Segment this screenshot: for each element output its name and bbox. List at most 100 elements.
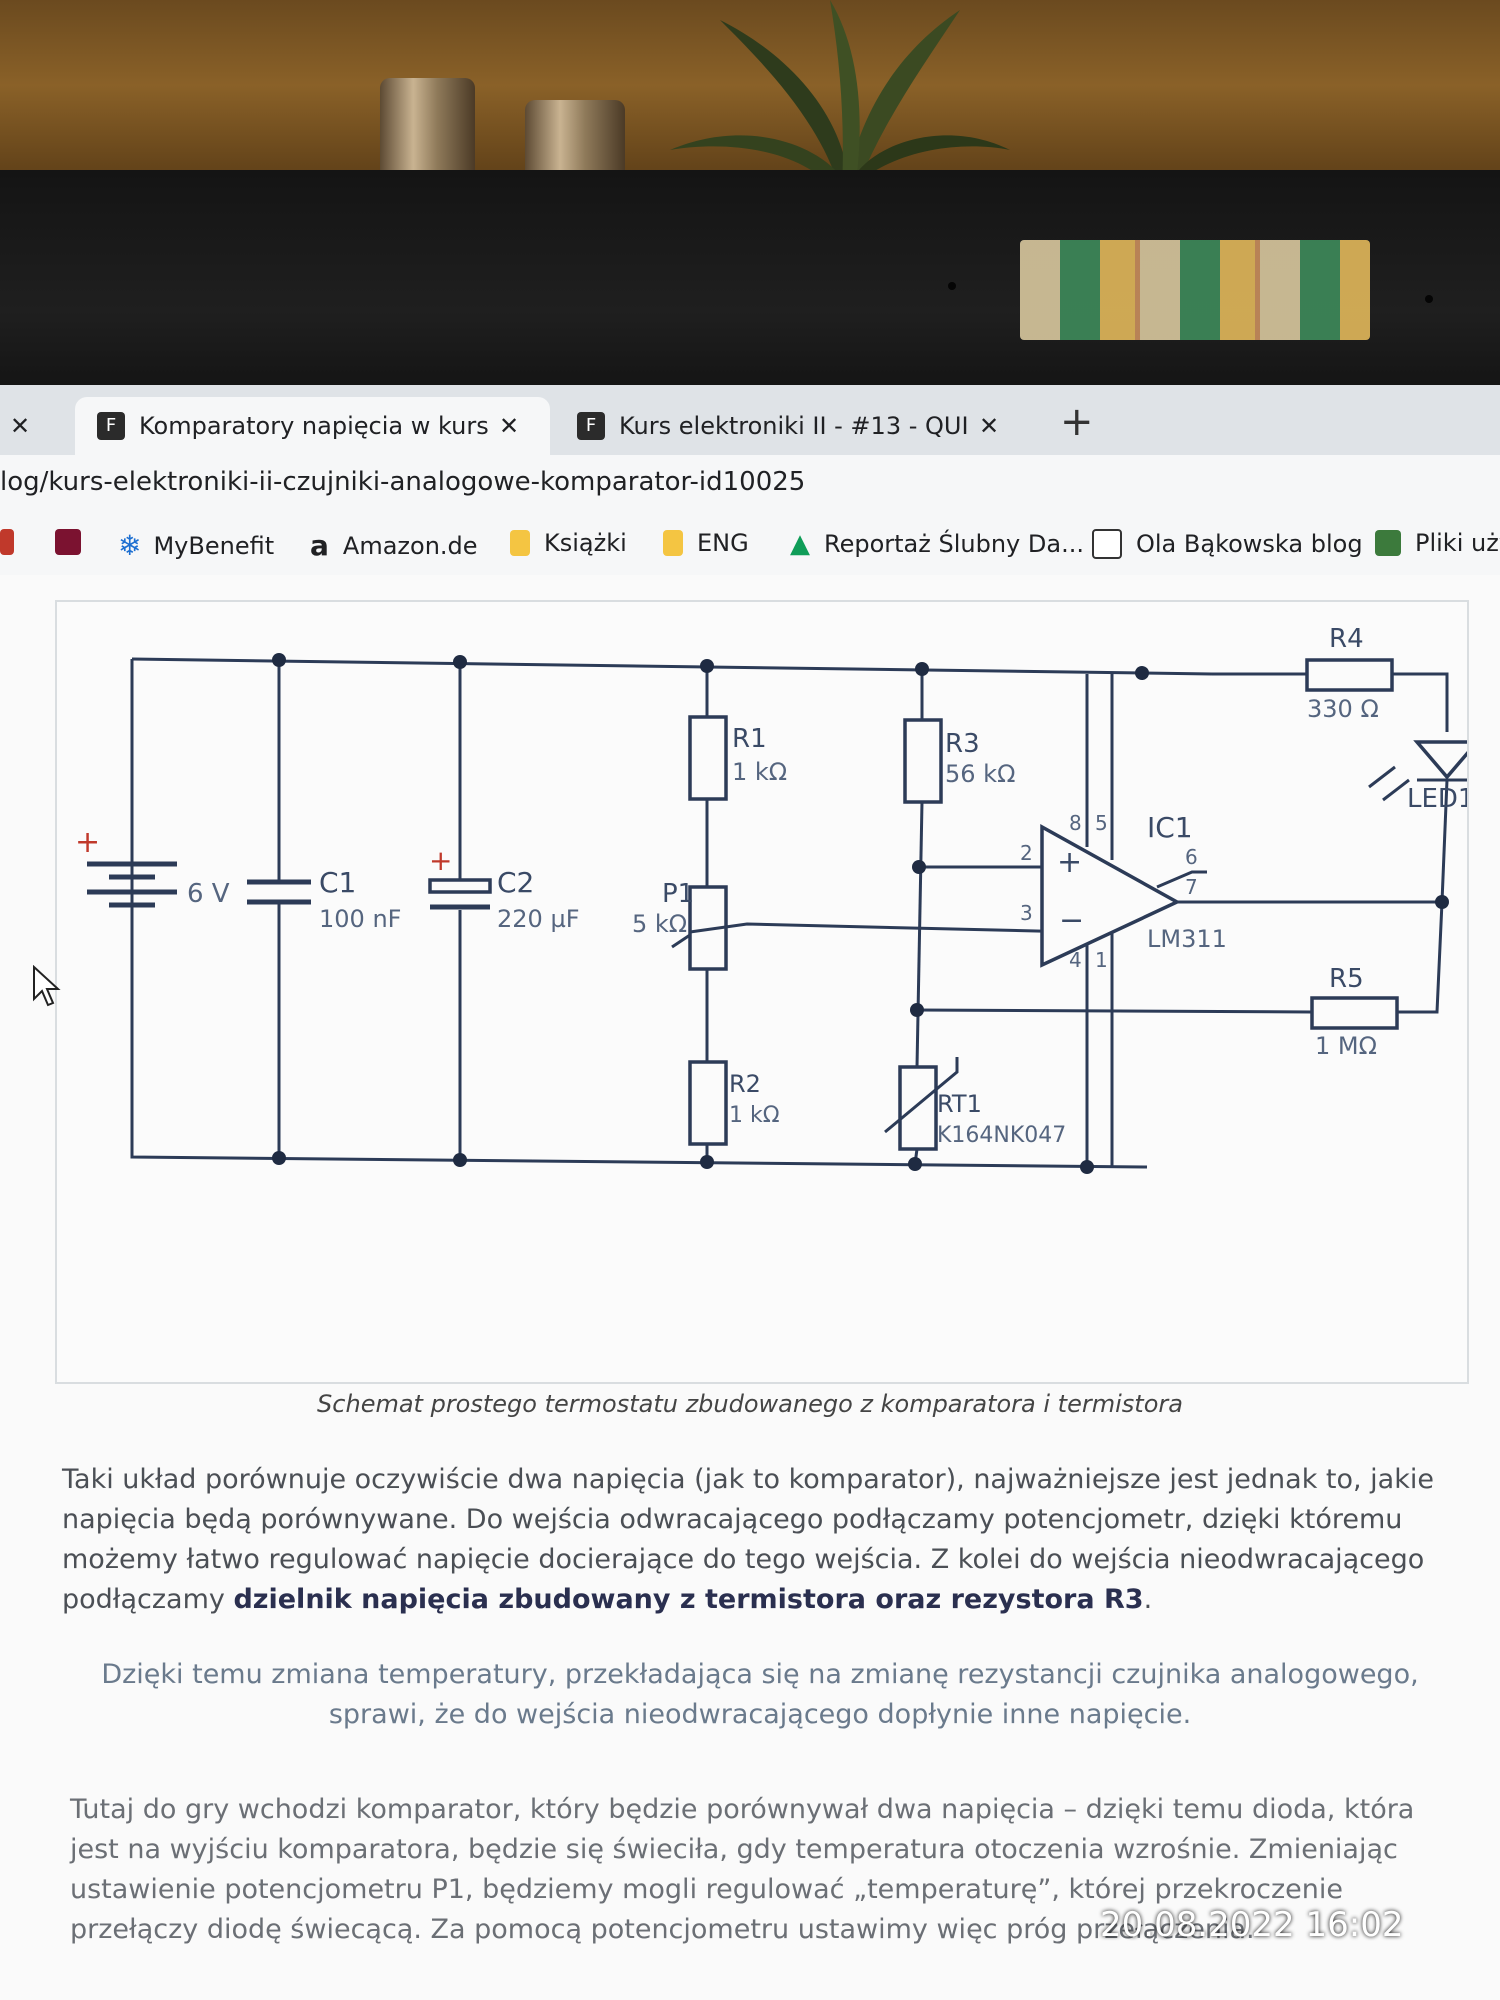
junction-dot (272, 653, 286, 667)
c2-label: C2 (497, 866, 534, 899)
plus-sign: + (75, 825, 100, 860)
resistor-r4: R4 330 Ω (1305, 624, 1394, 723)
r3-value: 56 kΩ (945, 760, 1015, 788)
plus-sign: + (429, 844, 452, 877)
thermistor-rt1: RT1 K164NK047 (884, 1057, 1066, 1165)
bookmark-mybenefit[interactable]: ❄ MyBenefit (118, 529, 275, 562)
resistor-r2: R2 1 kΩ (688, 1060, 780, 1162)
figure-caption: Schemat prostego termostatu zbudowanego … (317, 1390, 1183, 1418)
canister-left (380, 78, 475, 178)
pin-1: 1 (1095, 948, 1108, 972)
bookmark-os[interactable] (55, 529, 95, 555)
canister-right (525, 100, 625, 180)
pin-4: 4 (1069, 948, 1082, 972)
bookmark-ksiazki[interactable]: Książki (510, 529, 627, 557)
junction-dot (908, 1157, 922, 1171)
junction-dots (272, 653, 1449, 1174)
bookmark-eng[interactable]: ENG (663, 529, 749, 557)
tab-komparatory[interactable]: F Komparatory napięcia w kursie el ✕ (75, 397, 550, 455)
rt1-label: RT1 (937, 1090, 982, 1118)
c1-label: C1 (319, 866, 356, 899)
battery-value: 6 V (187, 879, 230, 909)
tab-bar: ✕ F Komparatory napięcia w kursie el ✕ F… (0, 385, 1500, 455)
bookmark-ola[interactable]: Ola Bąkowska blog (1092, 529, 1363, 559)
battery-symbol: + 6 V (75, 659, 230, 1157)
junction-dot (1080, 1160, 1094, 1174)
potentiometer-p1: P1 5 kΩ (632, 879, 1078, 1062)
c2-value: 220 µF (497, 905, 580, 933)
pin-6: 6 (1185, 845, 1198, 869)
capacitor-c2: + C2 220 µF (428, 662, 580, 1159)
close-icon[interactable]: ✕ (10, 412, 31, 440)
plant (670, 0, 1010, 190)
os-icon (55, 529, 81, 555)
r4-value: 330 Ω (1307, 695, 1379, 723)
pin-7: 7 (1185, 875, 1198, 899)
bookmark-red[interactable] (0, 529, 28, 555)
pin-2: 2 (1020, 841, 1033, 865)
junction-dot (700, 1155, 714, 1169)
tab-quiz[interactable]: F Kurs elektroniki II - #13 - QUIZ, p ✕ (555, 397, 1035, 455)
comparator-ic1: + − 2 3 8 5 6 7 4 1 IC1 LM311 (919, 674, 1442, 1167)
paragraph-1: Taki układ porównuje oczywiście dwa napi… (62, 1460, 1462, 1620)
address-bar[interactable]: log/kurs-elektroniki-ii-czujniki-analogo… (0, 455, 1500, 515)
blog-icon (1092, 529, 1122, 559)
r2-label: R2 (729, 1070, 761, 1098)
junction-dot (1435, 895, 1449, 909)
capacitor-c1: C1 100 nF (247, 659, 401, 1157)
r3-label: R3 (945, 729, 980, 759)
r5-value: 1 MΩ (1315, 1032, 1377, 1060)
folder-icon (510, 530, 530, 556)
new-tab-plus-icon[interactable]: + (1060, 399, 1094, 445)
p1-label: P1 (662, 879, 694, 909)
tab-partial-left[interactable]: ✕ (0, 397, 70, 455)
photo-timestamp: 20.08.2022 16:02 (1100, 1905, 1404, 1945)
article: + 6 V C1 100 nF (0, 575, 1500, 2000)
junction-dot (915, 662, 929, 676)
pin-5: 5 (1095, 811, 1108, 835)
paragraph-1-text: Taki układ porównuje oczywiście dwa napi… (62, 1464, 1434, 1615)
bookmark-red-icon (0, 529, 14, 555)
schematic-diagram: + 6 V C1 100 nF (75, 624, 1481, 1174)
r5-label: R5 (1329, 964, 1364, 994)
bookmark-amazon[interactable]: a Amazon.de (310, 529, 478, 562)
room-background (0, 0, 1500, 190)
url-text[interactable]: log/kurs-elektroniki-ii-czujniki-analogo… (0, 467, 806, 497)
paragraph-1-end: . (1143, 1584, 1153, 1615)
c1-value: 100 nF (319, 905, 401, 933)
led1: LED1 (1368, 740, 1481, 903)
r2-value: 1 kΩ (729, 1103, 780, 1128)
plus-input-sign: + (1057, 845, 1082, 880)
r1-value: 1 kΩ (732, 758, 787, 786)
ic1-part: LM311 (1147, 925, 1227, 953)
highlight-quote: Dzięki temu zmiana temperatury, przekład… (101, 1659, 1419, 1730)
close-icon[interactable]: ✕ (979, 412, 1000, 440)
forbot-favicon-icon: F (97, 412, 125, 440)
folder-icon (663, 530, 683, 556)
camera-dot (1425, 295, 1433, 303)
bookmarks-bar: ❄ MyBenefit a Amazon.de Książki ENG ▲ Re… (0, 515, 1500, 576)
led1-label: LED1 (1407, 784, 1467, 814)
sticker (1020, 240, 1370, 340)
junction-dot (1135, 666, 1149, 680)
close-icon[interactable]: ✕ (499, 412, 520, 440)
bookmark-reportaz[interactable]: ▲ Reportaż Ślubny Da... (790, 529, 1084, 559)
browser-window: ✕ F Komparatory napięcia w kursie el ✕ F… (0, 385, 1500, 2000)
pin-3: 3 (1020, 901, 1033, 925)
resistor-r1: R1 1 kΩ (688, 665, 787, 887)
resistor-r5: R5 1 MΩ (916, 901, 1444, 1060)
google-drive-icon: ▲ (790, 529, 810, 559)
junction-dot (700, 659, 714, 673)
resistor-r3: R3 56 kΩ (903, 668, 1015, 1068)
bookmark-pliki[interactable]: Pliki uży (1375, 529, 1500, 557)
paragraph-2: Tutaj do gry wchodzi komparator, który b… (70, 1794, 1415, 1945)
minus-input-sign: − (1059, 903, 1084, 938)
p1-value: 5 kΩ (632, 910, 687, 938)
forbot-favicon-icon: F (577, 412, 605, 440)
junction-dot (453, 1153, 467, 1167)
pin-8: 8 (1069, 811, 1082, 835)
r4-label: R4 (1329, 624, 1364, 654)
schematic-figure: + 6 V C1 100 nF (55, 600, 1481, 1384)
camera-dot (948, 282, 956, 290)
mouse-cursor-icon (33, 965, 61, 1007)
